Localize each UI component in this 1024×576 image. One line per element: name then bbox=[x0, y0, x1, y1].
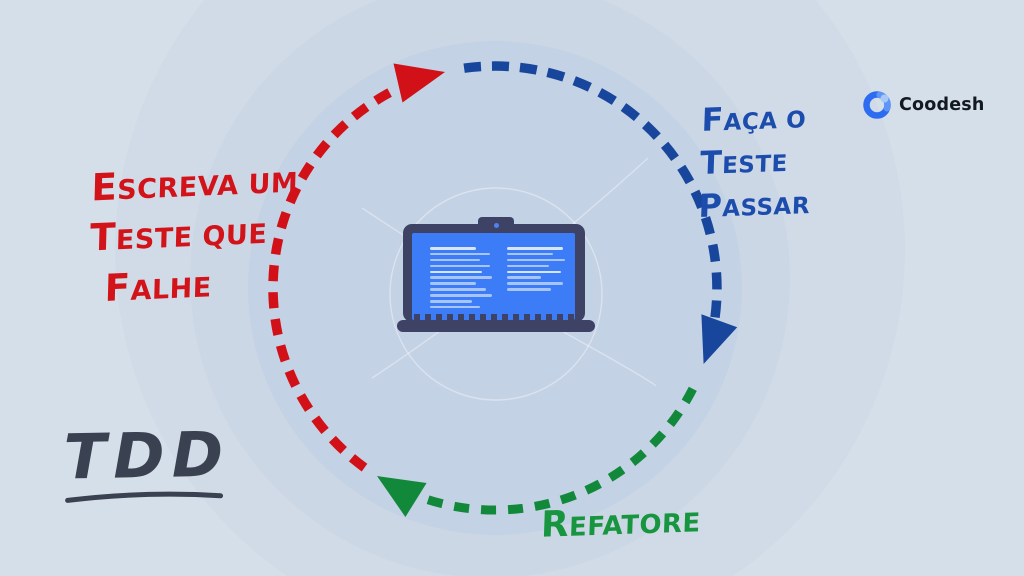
coodesh-ring-icon bbox=[863, 91, 891, 119]
step-text-line: teste bbox=[699, 144, 789, 182]
arrowhead-green-icon bbox=[377, 476, 427, 517]
brand-logo: Coodesh bbox=[862, 90, 985, 120]
arrowhead-blue-icon bbox=[701, 314, 738, 364]
code-line bbox=[507, 282, 563, 285]
code-line bbox=[430, 258, 480, 262]
step-text-line: passar bbox=[697, 187, 811, 225]
code-line bbox=[507, 247, 563, 250]
step-text-line: teste que bbox=[89, 214, 268, 260]
step-make-test-pass-label: Faça o teste passar bbox=[698, 96, 814, 229]
code-line bbox=[507, 252, 553, 256]
arc-refactor bbox=[406, 386, 697, 515]
code-line bbox=[430, 288, 486, 291]
arc-write-test bbox=[268, 85, 397, 472]
code-column-right bbox=[507, 247, 565, 294]
step-text-line: Refatore bbox=[540, 503, 702, 546]
code-line bbox=[507, 264, 549, 268]
title-underline bbox=[65, 491, 224, 503]
step-refactor-label: Refatore bbox=[540, 499, 701, 546]
code-line bbox=[430, 294, 492, 297]
code-line bbox=[430, 264, 490, 268]
step-write-failing-test-label: Escreva um teste que falhe bbox=[88, 153, 299, 313]
arrowhead-red-icon bbox=[393, 63, 445, 103]
code-line bbox=[507, 288, 551, 291]
faint-circle-outline bbox=[389, 187, 603, 401]
laptop-lid bbox=[403, 224, 585, 322]
page-title: TDD bbox=[63, 417, 231, 494]
laptop-screen bbox=[412, 233, 575, 320]
code-line bbox=[430, 282, 476, 285]
code-line bbox=[507, 276, 541, 279]
arc-pass-test bbox=[463, 61, 722, 320]
laptop-illustration bbox=[395, 215, 597, 335]
step-text-line: Escreva um bbox=[90, 164, 299, 210]
laptop-keyboard-teeth bbox=[414, 314, 578, 320]
laptop-base bbox=[397, 320, 595, 332]
diagram-title: TDD bbox=[63, 417, 231, 505]
brand-name: Coodesh bbox=[899, 95, 985, 115]
code-line bbox=[430, 247, 476, 250]
step-text-line: Faça o bbox=[700, 102, 807, 139]
code-line bbox=[507, 258, 565, 262]
code-column-left bbox=[430, 247, 492, 312]
code-line bbox=[430, 252, 490, 256]
code-line bbox=[430, 305, 480, 309]
laptop-camera-dot bbox=[494, 223, 499, 228]
step-text-line: falhe bbox=[104, 264, 213, 310]
code-line bbox=[430, 276, 492, 279]
code-line bbox=[430, 300, 472, 303]
code-line bbox=[507, 270, 561, 274]
code-line bbox=[430, 270, 482, 274]
